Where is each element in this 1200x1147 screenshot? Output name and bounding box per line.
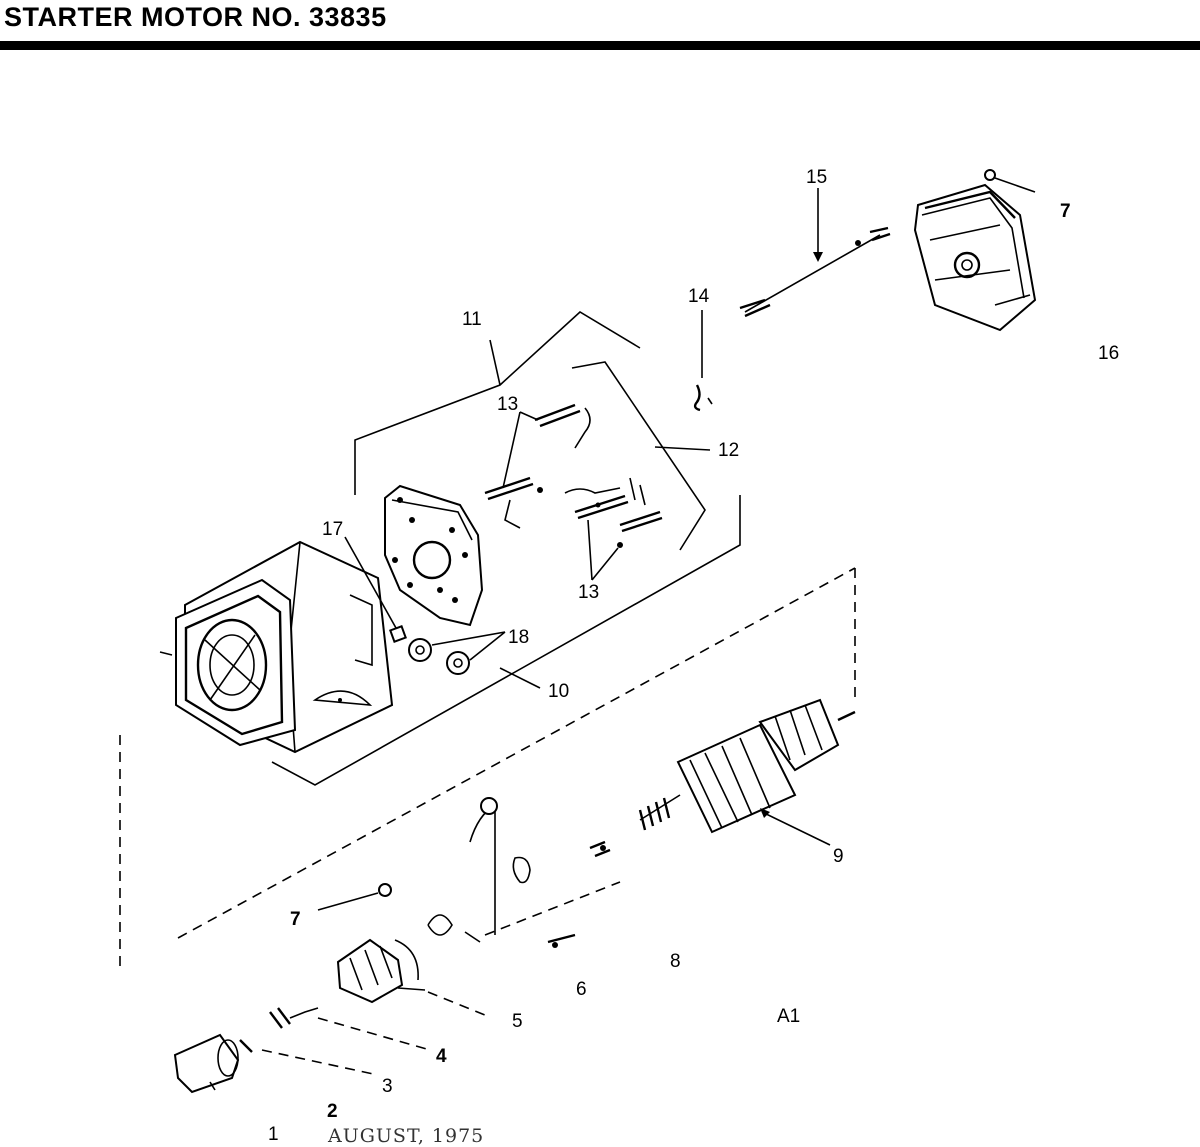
brush-part-13-top [484, 403, 591, 529]
callout-15: 15 [806, 167, 827, 188]
callout-6: 6 [576, 979, 587, 1000]
leader-13-bottom [587, 519, 619, 581]
page-title: STARTER MOTOR NO. 33835 [4, 2, 387, 32]
leader-7-mid [317, 892, 379, 911]
callout-5: 5 [512, 1011, 523, 1032]
brush-part-13-bottom [564, 477, 663, 548]
title-rule [0, 41, 1200, 50]
field-frame-housing [159, 540, 394, 754]
callout-4: 4 [436, 1046, 447, 1067]
bracket-12 [571, 361, 706, 551]
nut-part-7-mid [378, 883, 392, 897]
callout-11: 11 [462, 309, 482, 330]
callout-18: 18 [508, 627, 529, 648]
leader-9 [761, 811, 831, 846]
callout-13-top: 13 [497, 394, 518, 415]
callout-16: 16 [1098, 343, 1119, 364]
callout-9: 9 [833, 846, 844, 867]
callout-2: 2 [327, 1101, 338, 1122]
footer-date: AUGUST, 1975 [327, 1125, 484, 1147]
callout-10: 10 [548, 681, 569, 702]
callout-3: 3 [382, 1076, 393, 1097]
leader-3 [261, 1049, 379, 1076]
callout-7-top: 7 [1060, 201, 1071, 222]
drive-cap-part-2 [173, 1033, 253, 1094]
leader-4 [317, 1017, 431, 1051]
bracket-10 [271, 495, 741, 786]
clip-part-14 [693, 384, 713, 412]
brush-plate [384, 484, 484, 627]
end-cover-part-16 [913, 169, 1037, 332]
callout-7-mid: 7 [290, 909, 301, 930]
leader-11 [489, 339, 501, 386]
drive-housing-part-8 [469, 797, 611, 935]
leader-13-top [502, 411, 539, 489]
callout-a1: A1 [777, 1006, 800, 1027]
dashed-line-middle [177, 567, 856, 939]
callout-13-bottom: 13 [578, 582, 599, 603]
leader-10 [499, 667, 541, 689]
drive-pinion-part-5 [336, 938, 426, 1004]
callout-1: 1 [268, 1124, 279, 1145]
callout-17: 17 [322, 519, 343, 540]
leader-5 [427, 991, 486, 1016]
callout-12: 12 [718, 440, 739, 461]
insulator-part-17 [389, 625, 407, 643]
dashed-line-shaft [484, 881, 621, 936]
spring-part-4 [269, 1007, 319, 1029]
armature-part-9 [638, 698, 856, 834]
leader-7-top [994, 177, 1036, 193]
callout-14: 14 [688, 286, 710, 307]
callout-8: 8 [670, 951, 681, 972]
leader-18 [431, 631, 506, 661]
terminal-nuts-part-18 [408, 638, 470, 675]
leader-12 [654, 446, 711, 451]
leader-17 [344, 536, 397, 629]
bearing-part-6 [427, 914, 576, 948]
through-bolt-part-15 [739, 226, 891, 318]
